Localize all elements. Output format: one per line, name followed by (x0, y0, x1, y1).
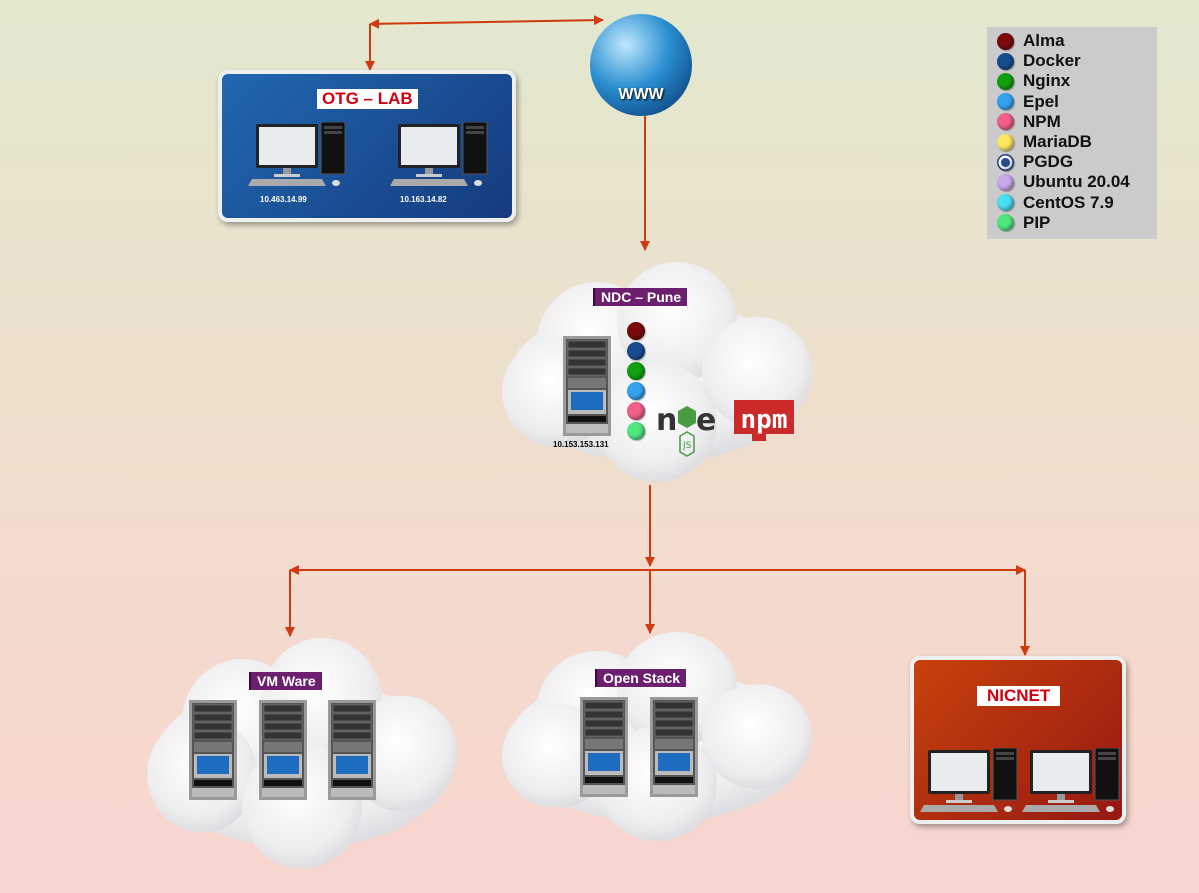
legend-label: PGDG (1023, 152, 1074, 172)
server-rack-icon (650, 697, 698, 802)
desktop-computer-icon (246, 121, 346, 193)
legend-item: NPM (997, 112, 1157, 132)
legend-label: PIP (1023, 212, 1051, 232)
service-indicator-dot (627, 422, 645, 440)
legend-item: MariaDB (997, 132, 1157, 152)
service-indicator-dot (627, 322, 645, 340)
server-rack-icon (189, 700, 237, 805)
legend-dot-icon (997, 173, 1014, 191)
legend-label: Nginx (1023, 71, 1071, 91)
desktop-computer-icon (918, 747, 1018, 819)
legend-dot-icon (997, 52, 1014, 70)
legend-dot-icon (997, 214, 1014, 232)
legend-label: NPM (1023, 111, 1061, 131)
arrow-otg-www (369, 15, 604, 29)
legend-dot-icon (997, 113, 1014, 131)
service-indicator-dot (627, 382, 645, 400)
svg-text:JS: JS (682, 441, 692, 451)
svg-text:n: n (656, 403, 677, 438)
desktop-computer-icon (388, 121, 488, 193)
legend-item: Nginx (997, 71, 1157, 91)
legend-item: Alma (997, 31, 1157, 51)
legend-dot-icon (997, 32, 1014, 50)
desktop-computer-icon (1020, 747, 1120, 819)
server-rack-icon (563, 336, 611, 441)
server-rack-icon (328, 700, 376, 805)
ndc-pune-label: NDC – Pune (593, 288, 688, 306)
svg-text:npm: npm (741, 405, 788, 435)
legend-dot-icon (997, 133, 1014, 151)
service-indicator-dot (627, 362, 645, 380)
server-rack-icon (259, 700, 307, 805)
service-indicator-dot (627, 402, 645, 420)
legend-item: CentOS 7.9 (997, 193, 1157, 213)
openstack-label: Open Stack (595, 669, 687, 687)
nicnet-title: NICNET (977, 686, 1061, 706)
vmware-label: VM Ware (249, 672, 322, 690)
nicnet-panel: NICNET (910, 656, 1126, 824)
globe-icon: WWW (590, 14, 692, 116)
legend-label: Docker (1023, 51, 1081, 71)
legend-dot-icon (997, 153, 1014, 171)
legend-item: Ubuntu 20.04 (997, 172, 1157, 192)
legend-dot-icon (997, 93, 1014, 111)
otg-lab-panel: OTG – LAB 10.463.14.99 10.163.14.82 (218, 70, 516, 222)
legend-label: MariaDB (1023, 132, 1092, 152)
host-ip: 10.163.14.82 (400, 195, 447, 204)
server-rack-icon (580, 697, 628, 802)
www-label: WWW (618, 86, 664, 103)
legend-item: PGDG (997, 152, 1157, 172)
legend-label: CentOS 7.9 (1023, 192, 1114, 212)
nodejs-logo-icon: n e JS (656, 403, 716, 457)
legend-item: Docker (997, 51, 1157, 71)
legend-label: Ubuntu 20.04 (1023, 172, 1130, 192)
legend-item: Epel (997, 92, 1157, 112)
legend-dot-icon (997, 194, 1014, 212)
npm-logo-icon: npm (734, 400, 794, 441)
svg-text:e: e (696, 403, 716, 438)
legend-label: Alma (1023, 31, 1065, 51)
otg-lab-title: OTG – LAB (317, 89, 418, 109)
legend-label: Epel (1023, 91, 1059, 111)
service-indicator-dot (627, 342, 645, 360)
ndc-server-ip: 10.153.153.131 (553, 440, 609, 449)
host-ip: 10.463.14.99 (260, 195, 307, 204)
legend-item: PIP (997, 213, 1157, 233)
legend-dot-icon (997, 72, 1014, 90)
